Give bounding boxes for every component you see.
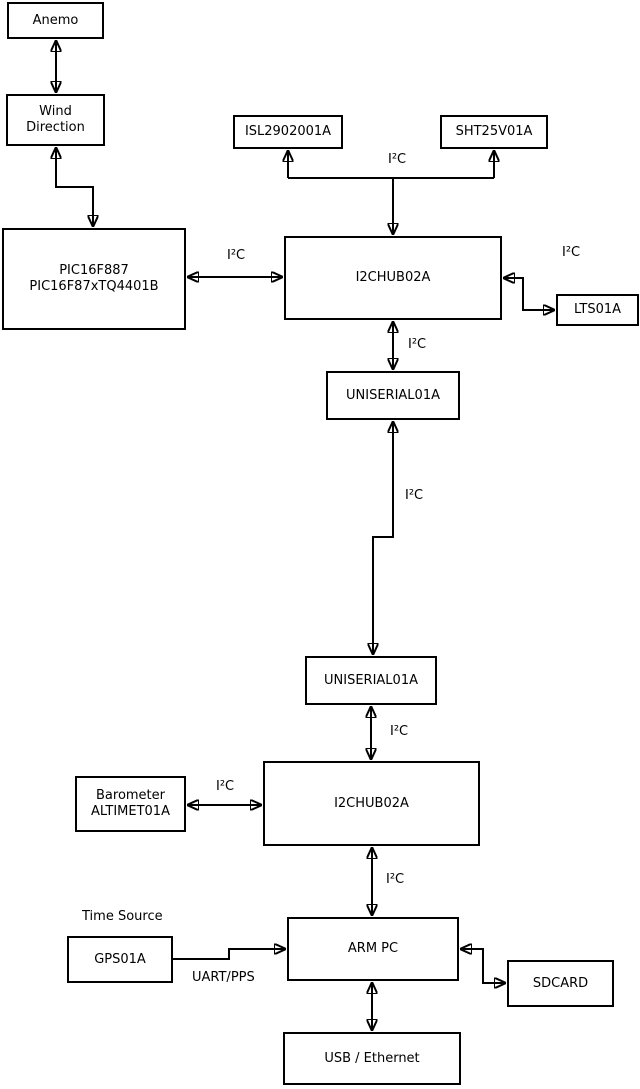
i2c-label-hub2-armpc: I²C	[386, 872, 405, 887]
node-anemo: Anemo	[7, 2, 104, 39]
node-arm-pc: ARM PC	[287, 917, 459, 981]
i2c-label-uniserial1-uniserial2: I²C	[405, 488, 424, 503]
node-uniserial01a-1: UNISERIAL01A	[326, 371, 460, 420]
node-sdcard-label: SDCARD	[532, 975, 589, 991]
node-wind-direction-line2: Direction	[26, 120, 85, 135]
node-uniserial01a-2-label: UNISERIAL01A	[324, 672, 418, 688]
node-i2chub02a-2-label: I2CHUB02A	[334, 795, 409, 811]
node-uniserial01a-2: UNISERIAL01A	[305, 656, 437, 705]
node-anemo-label: Anemo	[32, 12, 79, 28]
edge-armpc-sdcard	[461, 949, 505, 983]
node-barometer: Barometer ALTIMET01A	[75, 776, 186, 832]
node-i2chub02a-1: I2CHUB02A	[284, 236, 502, 320]
node-sht25v01a-label: SHT25V01A	[455, 124, 533, 139]
time-source-label: Time Source	[82, 909, 163, 924]
node-lts01a-label: LTS01A	[573, 302, 622, 317]
i2c-label-hub1-uniserial1: I²C	[408, 337, 427, 352]
node-barometer-line2: ALTIMET01A	[91, 804, 170, 819]
i2c-label-pic-hub1: I²C	[227, 248, 246, 263]
node-pic16f887-line1: PIC16F887	[59, 263, 129, 278]
edge-winddirection-pic	[56, 148, 93, 226]
node-usb-ethernet-label: USB / Ethernet	[324, 1050, 420, 1066]
node-gps01a: GPS01A	[67, 936, 173, 983]
node-lts01a: LTS01A	[556, 294, 639, 326]
edge-uniserial1-uniserial2	[373, 422, 393, 654]
node-usb-ethernet: USB / Ethernet	[283, 1032, 461, 1085]
node-uniserial01a-1-label: UNISERIAL01A	[346, 387, 440, 403]
node-isl2902001a: ISL2902001A	[233, 115, 343, 149]
edge-gps-armpc	[173, 949, 285, 960]
node-sht25v01a: SHT25V01A	[440, 115, 548, 149]
uart-pps-label: UART/PPS	[192, 970, 255, 985]
node-arm-pc-label: ARM PC	[347, 941, 399, 956]
node-gps01a-label: GPS01A	[94, 951, 146, 967]
node-sdcard: SDCARD	[507, 960, 614, 1007]
node-pic16f887-line2: PIC16F87xTQ4401B	[29, 279, 159, 294]
node-pic16f887: PIC16F887 PIC16F87xTQ4401B	[2, 228, 186, 330]
node-wind-direction-line1: Wind	[39, 104, 72, 119]
node-barometer-line1: Barometer	[96, 788, 165, 803]
i2c-label-barometer-hub2: I²C	[216, 779, 235, 794]
node-i2chub02a-2: I2CHUB02A	[263, 761, 480, 846]
i2c-label-hub1-lts: I²C	[562, 245, 581, 260]
node-i2chub02a-1-label: I2CHUB02A	[355, 270, 431, 285]
node-wind-direction: Wind Direction	[6, 94, 105, 146]
i2c-label-hub1-top: I²C	[388, 152, 407, 167]
i2c-label-uniserial2-hub2: I²C	[390, 724, 409, 739]
node-isl2902001a-label: ISL2902001A	[244, 124, 332, 139]
edge-hub1-lts	[504, 278, 554, 310]
